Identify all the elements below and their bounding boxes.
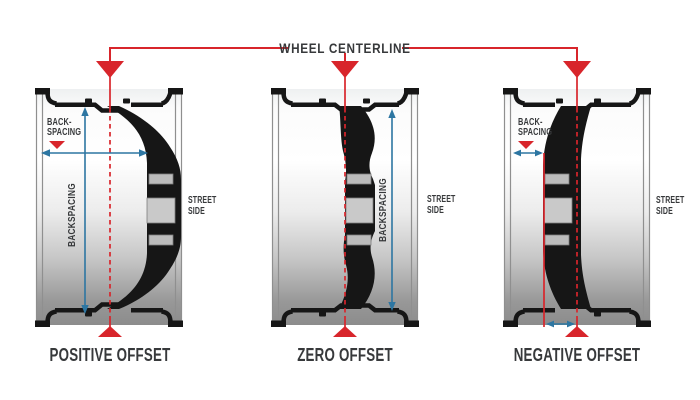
hub-pad-center bbox=[345, 197, 374, 224]
street-line2: SIDE bbox=[188, 205, 205, 217]
diagram-title: WHEEL CENTERLINE bbox=[279, 40, 411, 56]
street-line1: STREET bbox=[656, 195, 685, 206]
backspacing-dim-vertical-positive bbox=[81, 107, 89, 314]
bead-hump bbox=[123, 98, 130, 104]
bead-seat-top-left bbox=[55, 102, 123, 113]
note-pointer-down-icon bbox=[49, 141, 65, 149]
offset-dim-bottom-negative bbox=[546, 320, 575, 328]
hub-pad-center bbox=[146, 197, 176, 224]
hub-pad-top bbox=[544, 173, 570, 185]
bead-hump bbox=[319, 98, 326, 104]
offset-pointer-up-icon bbox=[565, 326, 589, 337]
bead-hump bbox=[594, 311, 601, 317]
bead-hump bbox=[85, 311, 92, 317]
wheel-zero-offset bbox=[271, 88, 419, 327]
backspacing-dim-label-positive: BACKSPACING bbox=[66, 183, 78, 247]
hub-pad-bottom bbox=[346, 234, 372, 246]
bead-hump bbox=[594, 98, 601, 104]
backspacing-note-negative: BACK-SPACING bbox=[518, 118, 552, 138]
hub-pad-top bbox=[148, 173, 174, 185]
hub-pad-bottom bbox=[544, 234, 570, 246]
centerline-arrow-down-icon bbox=[563, 61, 591, 78]
hub-pad-top bbox=[346, 173, 372, 185]
label-zero-offset: ZERO OFFSET bbox=[297, 344, 393, 365]
note-line1: BACK- bbox=[518, 117, 543, 128]
label-negative-offset: NEGATIVE OFFSET bbox=[513, 344, 641, 365]
street-line2: SIDE bbox=[427, 204, 444, 216]
offset-pointer-up-icon bbox=[98, 326, 122, 337]
hub-pad-bottom bbox=[148, 234, 174, 246]
wheel-negative-offset bbox=[503, 88, 651, 327]
bead-hump bbox=[319, 311, 326, 317]
bead-seat-bottom-right bbox=[359, 303, 399, 313]
bead-seat-bottom-left bbox=[55, 302, 123, 313]
bead-seat-top-right bbox=[359, 102, 399, 112]
backspacing-dim-top-negative bbox=[513, 149, 543, 157]
backspacing-dim-label-zero: BACKSPACING bbox=[377, 178, 389, 242]
backspacing-dim-horizontal-positive bbox=[41, 149, 148, 157]
spoke-disc bbox=[107, 106, 181, 309]
note-pointer-down-icon bbox=[518, 141, 534, 149]
street-line2: SIDE bbox=[656, 205, 673, 217]
bead-hump bbox=[85, 98, 92, 104]
bead-hump bbox=[556, 98, 563, 104]
street-line1: STREET bbox=[427, 194, 456, 205]
centerline-bracket-left bbox=[109, 47, 288, 62]
centerline-bracket-right bbox=[402, 47, 578, 62]
wheel-positive-offset bbox=[35, 88, 183, 327]
street-line1: STREET bbox=[188, 195, 217, 206]
bead-hump bbox=[363, 98, 370, 104]
hub-pad-center bbox=[543, 197, 573, 224]
centerline-arrow-down-icon bbox=[331, 61, 359, 78]
backspacing-dim-vertical-zero bbox=[388, 109, 396, 311]
centerline-arrow-down-icon bbox=[96, 61, 124, 78]
backspacing-note-positive: BACK-SPACING bbox=[47, 118, 81, 138]
note-line2: SPACING bbox=[47, 126, 82, 138]
note-line2: SPACING bbox=[518, 126, 553, 138]
label-positive-offset: POSITIVE OFFSET bbox=[49, 344, 171, 365]
note-line1: BACK- bbox=[47, 117, 72, 128]
offset-pointer-up-icon bbox=[333, 326, 357, 337]
